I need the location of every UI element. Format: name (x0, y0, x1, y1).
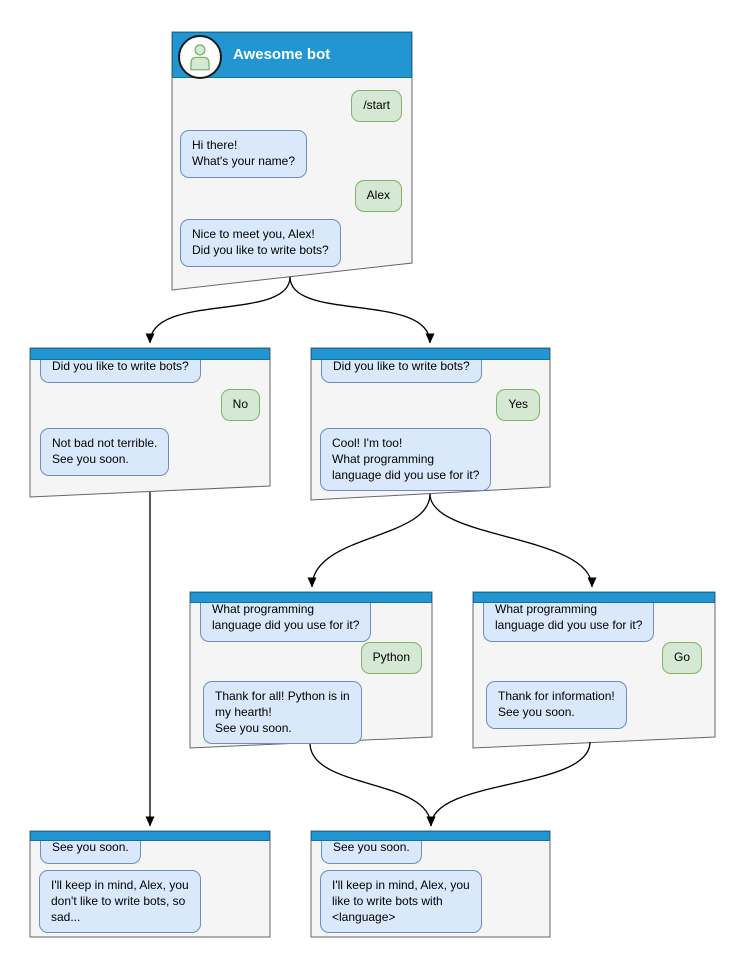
chat-window-end-yes: See you soon. I'll keep in mind, Alex, y… (311, 831, 550, 937)
chat-window-branch-no: Did you like to write bots? No Not bad n… (30, 348, 270, 497)
chat-window-branch-go: What programming language did you use fo… (473, 592, 715, 748)
flow-arrow-yes-to-python (307, 493, 431, 588)
bot-message-bubble: Nice to meet you, Alex! Did you like to … (180, 219, 341, 267)
flow-arrow-python-to-end (309, 742, 436, 827)
user-message-bubble: Python (360, 642, 422, 674)
window-title: Awesome bot (233, 46, 331, 63)
chat-window-main: Awesome bot /start Hi there! What's your… (172, 32, 412, 290)
bot-message-bubble: I'll keep in mind, Alex, you don't like … (39, 870, 201, 934)
bot-avatar (178, 35, 222, 79)
chat-window-branch-yes: Did you like to write bots? Yes Cool! I'… (311, 348, 550, 500)
chat-window-end-no: See you soon. I'll keep in mind, Alex, y… (30, 831, 270, 937)
bot-message-bubble: Hi there! What's your name? (180, 130, 308, 178)
user-message-bubble: Go (661, 642, 702, 674)
bot-message-bubble: I'll keep in mind, Alex, you like to wri… (320, 870, 482, 934)
person-icon (190, 44, 210, 71)
user-message-bubble: /start (351, 90, 402, 122)
window-header (30, 831, 270, 841)
window-header (190, 592, 432, 603)
flow-arrow-go-to-end (426, 741, 591, 827)
window-header: Awesome bot (172, 32, 412, 79)
flow-arrow-main-to-yes (289, 276, 435, 344)
flow-arrow-yes-to-go (429, 493, 597, 588)
bot-message-bubble: Not bad not terrible. See you soon. (40, 428, 170, 476)
window-header (311, 831, 550, 841)
bot-message-bubble: Thank for all! Python is in my hearth! S… (203, 681, 362, 745)
bot-message-bubble: Thank for information! See you soon. (486, 681, 627, 729)
flow-arrow-main-to-no (145, 276, 291, 344)
window-header (311, 348, 550, 360)
user-message-bubble: Alex (354, 180, 402, 212)
user-message-bubble: No (220, 389, 260, 421)
user-message-bubble: Yes (496, 389, 540, 421)
window-header (473, 592, 715, 603)
window-header (30, 348, 270, 360)
chat-window-branch-python: What programming language did you use fo… (190, 592, 432, 748)
bot-message-bubble: Cool! I'm too! What programming language… (320, 428, 492, 492)
